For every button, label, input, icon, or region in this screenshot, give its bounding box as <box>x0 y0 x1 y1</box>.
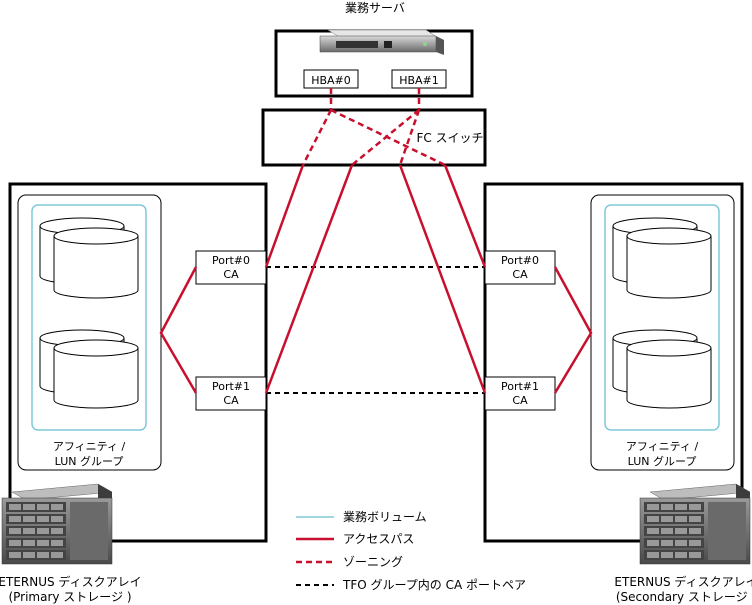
server-title: 業務サーバ <box>345 1 405 15</box>
primary-port1 <box>195 376 267 411</box>
access-paths <box>159 164 593 394</box>
zoning-hba0-primary <box>301 109 333 166</box>
hba1-label: HBA#1 <box>399 74 439 87</box>
primary-volume-2 <box>39 329 139 409</box>
secondary-port1-line1: Port#1 <box>501 380 539 393</box>
access-path-s0 <box>443 164 487 268</box>
secondary-affinity-line2: LUN グループ <box>628 454 697 468</box>
access-path-secondary-internal <box>553 266 593 394</box>
zoning-hba1-primary <box>351 109 420 166</box>
secondary-volume-frame <box>604 204 720 431</box>
secondary-port0-line2: CA <box>512 268 528 281</box>
access-path-s1 <box>398 164 487 394</box>
legend-volume-label: 業務ボリューム <box>343 510 427 524</box>
secondary-storage-line1: ETERNUS ディスクアレイ <box>614 574 752 589</box>
secondary-affinity-line1: アフィニティ / <box>626 440 699 453</box>
secondary-port1-line2: CA <box>512 394 528 407</box>
primary-storage-icon <box>1 483 113 565</box>
secondary-port1 <box>484 376 556 411</box>
primary-port0-line2: CA <box>223 268 239 281</box>
secondary-storage-line2: (Secondary ストレージ ) <box>616 590 752 604</box>
access-path-primary-internal <box>159 266 198 394</box>
legend-tfo-label: TFO グループ内の CA ポートペア <box>342 578 526 592</box>
zoning-hba0-secondary <box>330 108 446 167</box>
fc-switch-label: FC スイッチ <box>416 131 483 145</box>
primary-storage-line2: (Primary ストレージ ) <box>8 590 131 604</box>
primary-port0-line1: Port#0 <box>212 254 250 267</box>
secondary-storage-icon <box>639 483 751 565</box>
secondary-port0-line1: Port#0 <box>501 254 539 267</box>
primary-volume-1 <box>39 217 139 299</box>
primary-storage-line1: ETERNUS ディスクアレイ <box>0 574 142 589</box>
fc-switch-box <box>261 108 487 167</box>
primary-port0 <box>195 250 267 285</box>
access-path-p1 <box>264 164 354 394</box>
zoning-paths <box>301 88 446 167</box>
secondary-volume-2 <box>612 329 712 409</box>
legend-zoning-label: ゾーニング <box>343 555 403 569</box>
primary-affinity-line2: LUN グループ <box>55 454 124 468</box>
primary-port1-line2: CA <box>223 394 239 407</box>
primary-affinity-line1: アフィニティ / <box>53 440 126 453</box>
primary-volume-frame <box>31 204 147 431</box>
secondary-volume-1 <box>612 217 712 299</box>
legend-access-path-label: アクセスパス <box>343 532 414 546</box>
primary-port1-line1: Port#1 <box>212 380 250 393</box>
server-icon <box>319 29 444 55</box>
hba0-label: HBA#0 <box>311 74 351 87</box>
access-path-p0 <box>264 164 305 268</box>
legend: 業務ボリューム アクセスパス ゾーニング TFO グループ内の CA ポートペア <box>296 510 526 592</box>
